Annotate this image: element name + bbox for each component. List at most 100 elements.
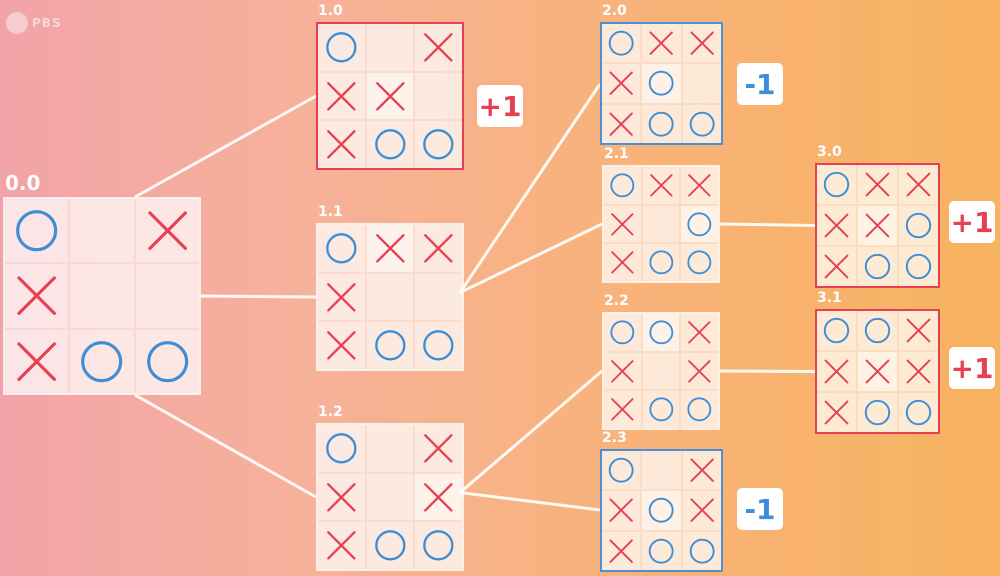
o-mark-icon [608, 30, 634, 56]
o-mark-icon [326, 433, 357, 464]
board-cell [817, 165, 856, 204]
board-cell [858, 165, 897, 204]
connector-2-1-to-3-0 [719, 222, 816, 227]
board-cell [415, 72, 462, 120]
o-mark-icon [823, 171, 850, 198]
board-cell [135, 329, 199, 393]
x-mark-icon [609, 71, 633, 96]
board-cell [415, 473, 462, 521]
o-mark-icon [649, 538, 674, 564]
board-cell [415, 225, 462, 272]
board-cell [682, 64, 721, 103]
x-mark-icon [690, 458, 714, 482]
connector-2-2-to-3-1 [719, 369, 816, 373]
board-cell [642, 451, 681, 490]
x-mark-icon [906, 318, 931, 343]
board-cell [415, 273, 462, 321]
board-cell [817, 247, 856, 286]
x-mark-icon [17, 342, 56, 381]
o-mark-icon [649, 71, 674, 96]
pbs-head-icon [6, 12, 28, 34]
board-2-0: 2.0 [600, 3, 723, 145]
o-mark-icon [326, 32, 357, 63]
o-mark-icon [423, 129, 454, 160]
connector-1-1-to-2-1 [459, 222, 603, 294]
board-grid [600, 22, 723, 145]
board-cell [642, 167, 680, 204]
o-mark-icon [687, 397, 712, 422]
board-cell [682, 24, 721, 63]
score-badge-1-0: +1 [477, 85, 523, 127]
o-mark-icon [649, 250, 673, 275]
board-cell [602, 24, 641, 63]
board-cell [899, 165, 938, 204]
x-mark-icon [824, 254, 849, 279]
o-mark-icon [374, 330, 406, 361]
o-mark-icon [689, 538, 715, 564]
o-mark-icon [374, 530, 406, 561]
x-mark-icon [865, 172, 890, 197]
o-mark-icon [864, 399, 891, 426]
board-1-0: 1.0 [316, 3, 464, 170]
board-cell [817, 393, 856, 432]
board-cell [604, 205, 641, 243]
board-cell [366, 522, 414, 569]
x-mark-icon [688, 359, 711, 383]
board-label: 3.1 [817, 290, 842, 306]
board-cell [817, 206, 856, 245]
board-cell [642, 314, 680, 351]
board-label: 3.0 [817, 144, 842, 160]
board-cell [682, 451, 721, 490]
board-cell [604, 314, 641, 351]
board-cell [318, 473, 365, 521]
x-mark-icon [690, 31, 714, 55]
board-grid [316, 423, 464, 571]
o-mark-icon [864, 317, 891, 344]
x-mark-icon [327, 331, 356, 360]
o-mark-icon [649, 397, 673, 422]
o-mark-icon [326, 233, 357, 264]
board-cell [366, 121, 414, 168]
o-mark-icon [423, 530, 454, 561]
x-mark-icon [327, 282, 356, 312]
board-cell [858, 352, 897, 391]
x-mark-icon [906, 359, 931, 384]
connector-1-2-to-2-2 [459, 369, 603, 494]
board-3-0: 3.0 [815, 144, 940, 288]
board-cell [366, 425, 414, 472]
x-mark-icon [17, 276, 56, 316]
pbs-logo-text: PBS [32, 16, 62, 30]
board-cell [366, 322, 414, 369]
board-cell [682, 104, 721, 143]
score-badge-2-3: -1 [737, 488, 783, 530]
x-mark-icon [609, 498, 633, 523]
board-cell [318, 273, 365, 321]
x-mark-icon [865, 213, 890, 238]
o-mark-icon [16, 210, 58, 252]
board-cell [70, 264, 134, 328]
score-badge-3-0: +1 [949, 201, 995, 243]
connector-0-0-to-1-1 [200, 294, 317, 299]
board-cell [899, 311, 938, 350]
board-cell [415, 121, 462, 168]
board-label: 2.2 [604, 293, 629, 309]
board-cell [682, 531, 721, 570]
x-mark-icon [327, 531, 356, 560]
board-cell [415, 24, 462, 71]
connector-1-1-to-2-0 [458, 83, 602, 294]
o-mark-icon [374, 129, 406, 160]
board-cell [858, 206, 897, 245]
board-cell [681, 314, 718, 351]
x-mark-icon [906, 172, 931, 197]
board-cell [135, 264, 199, 328]
pbs-logo: PBS [6, 12, 62, 34]
board-label: 2.1 [604, 146, 629, 162]
x-mark-icon [611, 212, 634, 236]
board-cell [318, 225, 365, 272]
o-mark-icon [905, 253, 932, 280]
board-label: 0.0 [5, 171, 41, 195]
connector-1-2-to-2-3 [459, 491, 601, 512]
board-cell [602, 531, 641, 570]
x-mark-icon [327, 81, 356, 111]
